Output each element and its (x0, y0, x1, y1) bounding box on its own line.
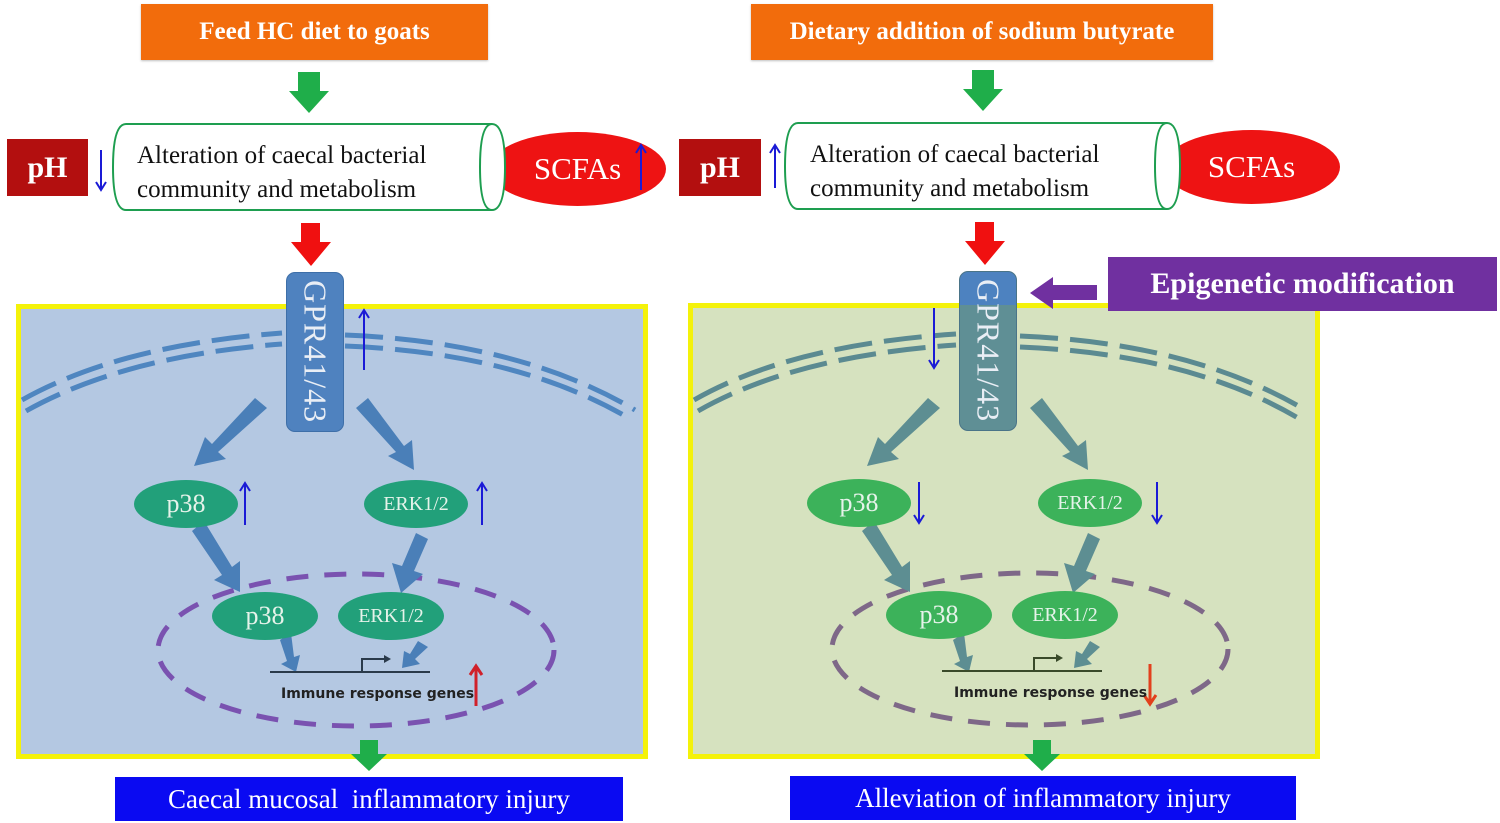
flow-arrow-left-bottom (351, 740, 387, 771)
cylinder-line1-right: Alteration of caecal bacterial (810, 141, 1100, 168)
cell-membrane-left (20, 330, 637, 423)
result-box-right: Alleviation of inflammatory injury (790, 776, 1296, 820)
ph-label-left: pH (27, 150, 68, 184)
erk-nuclear-label-right: ERK1/2 (1032, 603, 1098, 626)
erk-label-right: ERK1/2 (1057, 491, 1123, 514)
erk-cytoplasm-right: ERK1/2 (1038, 479, 1142, 527)
scfa-label-left: SCFAs (533, 151, 622, 186)
scfa-label-right: SCFAs (1207, 149, 1296, 184)
cylinder-text-left: Alteration of caecal bacterial community… (137, 139, 426, 207)
cylinder-text-right: Alteration of caecal bacterial community… (810, 138, 1099, 206)
ph-box-right: pH (679, 139, 761, 196)
signal-arrows-left (192, 398, 428, 672)
change-arrows-right (769, 143, 1163, 525)
flow-arrow-left-red (291, 223, 331, 266)
p38-cytoplasm-right: p38 (807, 479, 911, 527)
sodium-butyrate-label: Dietary addition of sodium butyrate (789, 18, 1175, 45)
erk-cytoplasm-left: ERK1/2 (364, 480, 468, 528)
p38-label-right: p38 (839, 488, 879, 517)
receptor-right: GPR41/43 (959, 271, 1017, 431)
cylinder-line1-left: Alteration of caecal bacterial (137, 142, 427, 169)
p38-nucleus-left: p38 (212, 592, 318, 640)
cell-membrane-right (692, 331, 1309, 424)
receptor-label-left: GPR41/43 (297, 280, 334, 424)
hc-diet-label: Feed HC diet to goats (199, 18, 430, 45)
flow-arrow-left-top (289, 72, 329, 113)
erk-nucleus-left: ERK1/2 (338, 592, 444, 640)
gene-track-left (270, 658, 430, 673)
promoter-arrow-left (384, 655, 391, 663)
signal-arrows-right (862, 398, 1100, 672)
ph-label-right: pH (699, 150, 741, 184)
gene-label-right: Immune response genes (954, 685, 1148, 701)
cylinder-left (111, 123, 507, 211)
epigenetic-modification-box: Epigenetic modification (1108, 257, 1497, 311)
receptor-label-right: GPR41/43 (970, 279, 1007, 423)
sodium-butyrate-box: Dietary addition of sodium butyrate (751, 4, 1213, 60)
p38-nuclear-label-left: p38 (245, 601, 285, 630)
erk-nucleus-right: ERK1/2 (1012, 591, 1118, 639)
cylinder-line2-left: community and metabolism (137, 176, 417, 203)
ph-box-left: pH (7, 139, 88, 196)
scfa-ellipse-left: SCFAs (489, 132, 666, 206)
result-label-right: Alleviation of inflammatory injury (855, 782, 1231, 813)
nucleus-right (829, 570, 1231, 728)
result-label-left: Caecal mucosal inflammatory injury (168, 783, 570, 814)
gene-label-left: Immune response genes (281, 686, 475, 702)
hc-diet-box: Feed HC diet to goats (141, 4, 488, 60)
nucleus-left (155, 571, 557, 729)
p38-cytoplasm-left: p38 (134, 480, 238, 528)
scfa-ellipse-right: SCFAs (1163, 130, 1340, 204)
promoter-arrow-right (1056, 654, 1063, 662)
flow-arrow-right-bottom (1024, 740, 1060, 771)
erk-label-left: ERK1/2 (383, 492, 449, 515)
epigenetic-modification-label: Epigenetic modification (1150, 267, 1455, 300)
result-box-left: Caecal mucosal inflammatory injury (115, 777, 623, 821)
cylinder-right (783, 122, 1182, 210)
flow-arrow-right-red (965, 222, 1005, 265)
epigenetic-arrow (1030, 277, 1097, 309)
gene-change-arrow-right (1142, 664, 1158, 707)
p38-nucleus-right: p38 (886, 591, 992, 639)
gene-change-arrow-left (468, 663, 484, 706)
receptor-left: GPR41/43 (286, 272, 344, 432)
change-arrows-left (95, 143, 647, 525)
erk-nuclear-label-left: ERK1/2 (358, 604, 424, 627)
p38-label-left: p38 (166, 489, 206, 518)
p38-nuclear-label-right: p38 (919, 600, 959, 629)
gene-track-right (942, 657, 1102, 672)
cylinder-line2-right: community and metabolism (810, 175, 1090, 202)
flow-arrow-right-top (963, 70, 1003, 111)
